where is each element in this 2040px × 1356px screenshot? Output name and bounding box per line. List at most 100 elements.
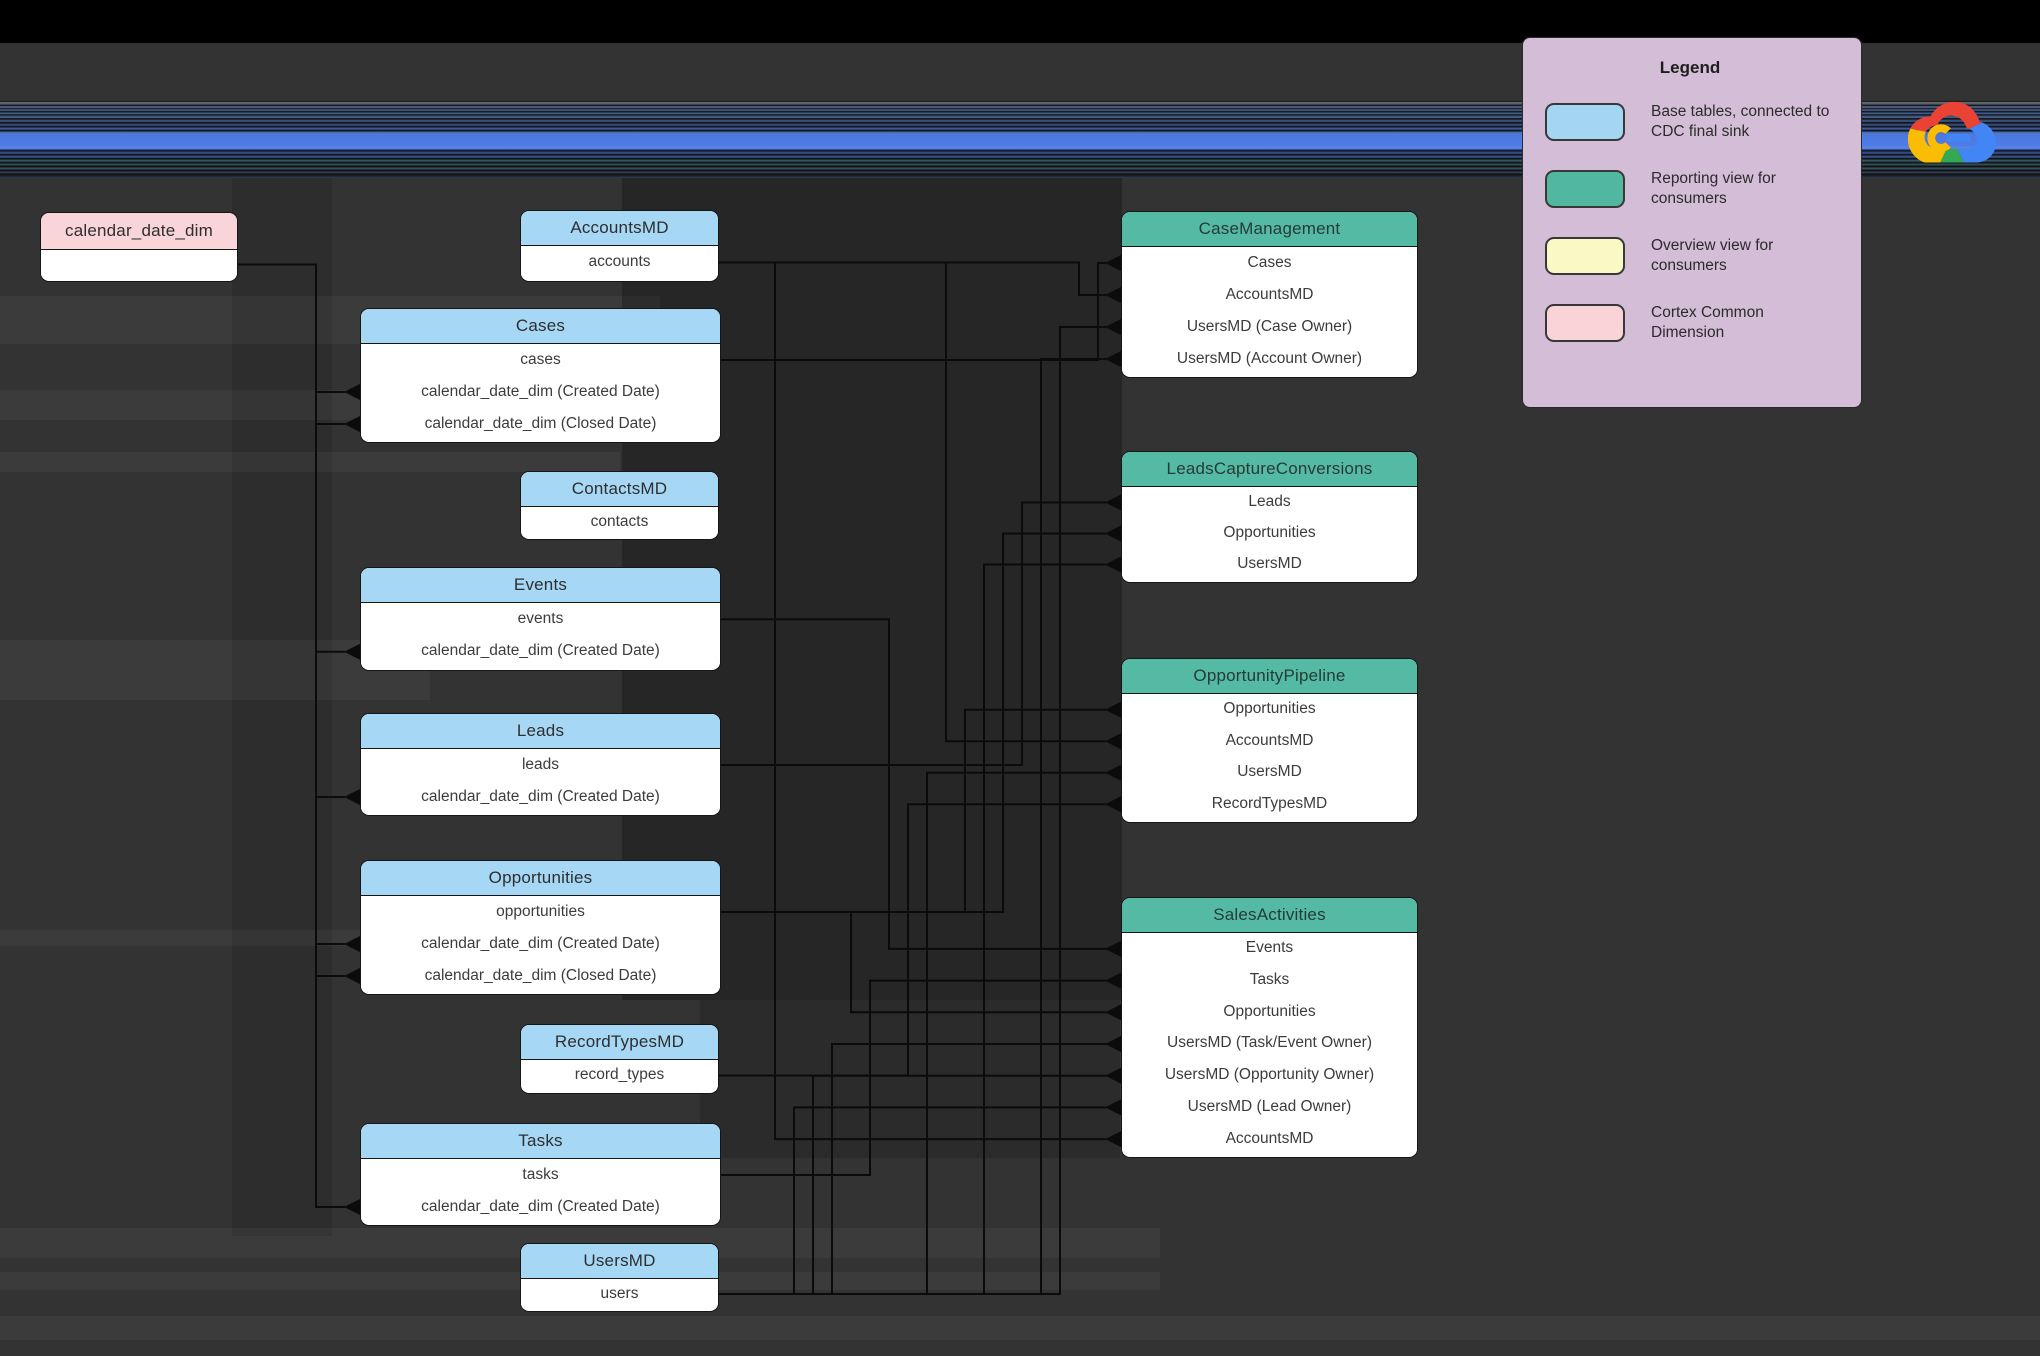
legend-swatch-reporting-view xyxy=(1545,170,1625,208)
edge-arrowhead xyxy=(1105,255,1121,271)
entity-row: AccountsMD xyxy=(1122,278,1417,311)
entity-row: UsersMD (Lead Owner) xyxy=(1122,1091,1417,1123)
entity-row: calendar_date_dim (Created Date) xyxy=(361,375,720,408)
edge-arrowhead xyxy=(1105,556,1121,573)
entity-row: calendar_date_dim (Created Date) xyxy=(361,635,720,668)
edge-arrowhead xyxy=(1105,733,1121,750)
legend-swatch-base-tables xyxy=(1545,103,1625,141)
edge-usersmd-to-salesactivities xyxy=(719,1074,1106,1295)
entity-row: UsersMD (Account Owner) xyxy=(1122,342,1417,375)
entity-row: events xyxy=(361,602,720,635)
legend-item: Reporting view for consumers xyxy=(1545,169,1835,209)
entity-row: record_types xyxy=(521,1059,718,1091)
edge-arrowhead xyxy=(344,416,360,432)
entity-row: Cases xyxy=(1122,246,1417,279)
edge-arrowhead xyxy=(344,789,360,805)
edge-arrowhead xyxy=(1105,351,1121,367)
entity-row: UsersMD (Opportunity Owner) xyxy=(1122,1059,1417,1092)
edge-usersmd-to-salesactivities xyxy=(719,1043,1106,1295)
entity-row: UsersMD xyxy=(1122,756,1417,788)
edge-arrowhead xyxy=(1105,796,1121,813)
background-band xyxy=(0,452,620,472)
entity-header: Opportunities xyxy=(361,861,720,896)
entity-header: UsersMD xyxy=(521,1244,718,1279)
entity-row: calendar_date_dim (Created Date) xyxy=(361,780,720,813)
entity-row: UsersMD (Task/Event Owner) xyxy=(1122,1027,1417,1060)
edge-tasks-to-salesactivities xyxy=(721,979,1106,1176)
google-cloud-logo xyxy=(1907,101,1997,163)
edge-arrowhead xyxy=(1105,1131,1121,1148)
edge-arrowhead xyxy=(1105,1067,1121,1084)
edge-opportunities-to-opportunitypipeline xyxy=(721,708,1106,913)
edge-arrowhead xyxy=(1105,1099,1121,1116)
edge-arrowhead xyxy=(344,968,360,984)
edge-calendar_date_dim-to-opportunities xyxy=(238,263,345,977)
legend-item: Cortex Common Dimension xyxy=(1545,303,1835,343)
edge-accountsmd-to-opportunitypipeline xyxy=(719,261,1106,743)
entity-row: calendar_date_dim (Closed Date) xyxy=(361,407,720,440)
entity-row: calendar_date_dim (Closed Date) xyxy=(361,959,720,992)
entity-row: AccountsMD xyxy=(1122,725,1417,757)
entity-header: Leads xyxy=(361,714,720,749)
edge-accountsmd-to-salesactivities xyxy=(719,261,1106,1141)
edge-arrowhead xyxy=(344,936,360,952)
entity-row: Opportunities xyxy=(1122,693,1417,725)
logo-inner-c xyxy=(1927,124,1951,152)
entity-row: AccountsMD xyxy=(1122,1122,1417,1155)
edge-usersmd-to-opportunitypipeline xyxy=(719,771,1106,1295)
entity-row: UsersMD (Case Owner) xyxy=(1122,310,1417,343)
edge-usersmd-to-casemanagement xyxy=(719,358,1106,1295)
entity-header: LeadsCaptureConversions xyxy=(1122,452,1417,487)
entity-row: Events xyxy=(1122,932,1417,965)
entity-header: SalesActivities xyxy=(1122,898,1417,933)
entity-row: leads xyxy=(361,748,720,781)
entity-header: OpportunityPipeline xyxy=(1122,659,1417,694)
entity-calendar_date_dim: calendar_date_dim xyxy=(40,212,238,282)
legend-item-label: Cortex Common Dimension xyxy=(1651,304,1764,341)
edge-arrowhead xyxy=(1105,1004,1121,1021)
edge-arrowhead xyxy=(1105,319,1121,335)
edge-opportunities-to-leadscaptureconversions xyxy=(721,532,1106,913)
edge-arrowhead xyxy=(1105,764,1121,781)
edge-arrowhead xyxy=(1105,494,1121,511)
background-band xyxy=(0,1316,2040,1340)
entity-row: calendar_date_dim (Created Date) xyxy=(361,927,720,960)
edge-calendar_date_dim-to-leads xyxy=(238,263,345,798)
edge-usersmd-to-salesactivities xyxy=(719,1106,1106,1295)
legend-item: Overview view for consumers xyxy=(1545,236,1835,276)
background-band xyxy=(0,930,360,946)
legend-item-label: Base tables, connected to CDC final sink xyxy=(1651,103,1830,140)
edge-recordtypesmd-to-opportunitypipeline xyxy=(719,803,1106,1077)
entity-row: opportunities xyxy=(361,895,720,928)
legend-swatch-overview-view xyxy=(1545,237,1625,275)
edge-opportunities-to-salesactivities xyxy=(721,911,1106,1014)
edge-leads-to-leadscaptureconversions xyxy=(721,501,1106,766)
legend-item: Base tables, connected to CDC final sink xyxy=(1545,102,1835,142)
entity-row: Tasks xyxy=(1122,964,1417,996)
edge-calendar_date_dim-to-cases xyxy=(238,263,345,393)
entity-row: UsersMD xyxy=(1122,548,1417,580)
edge-arrowhead xyxy=(1105,972,1121,989)
entity-header: Tasks xyxy=(361,1124,720,1159)
edge-arrowhead xyxy=(1105,940,1121,957)
entity-row: calendar_date_dim (Created Date) xyxy=(361,1190,720,1223)
edge-calendar_date_dim-to-tasks xyxy=(238,263,345,1208)
edge-arrowhead xyxy=(344,384,360,400)
entity-row: Opportunities xyxy=(1122,517,1417,549)
logo-blue-segment xyxy=(1952,113,1997,163)
entity-row xyxy=(41,249,237,279)
edge-calendar_date_dim-to-opportunities xyxy=(238,263,345,945)
entity-header: ContactsMD xyxy=(521,472,718,507)
edge-arrowhead xyxy=(1105,287,1121,303)
entity-row: Leads xyxy=(1122,486,1417,518)
